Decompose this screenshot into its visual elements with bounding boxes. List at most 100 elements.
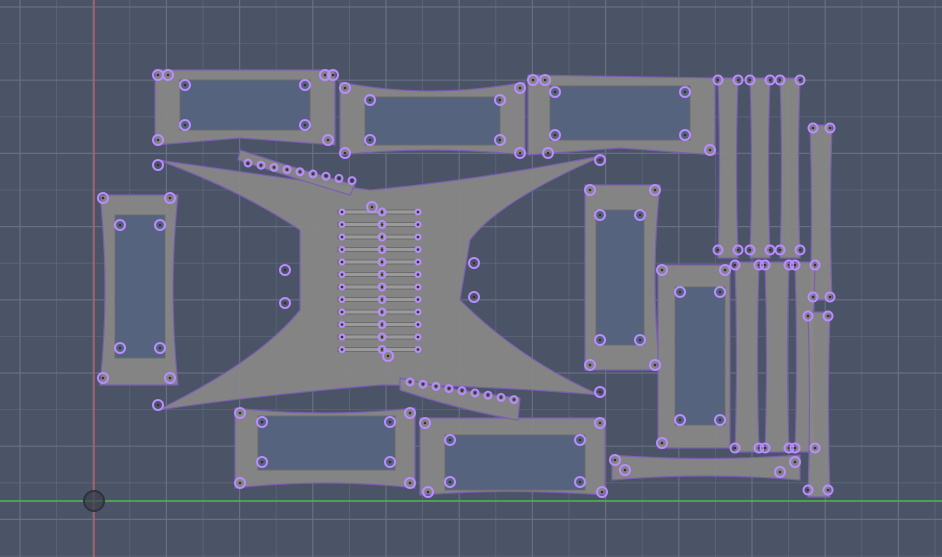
hole-icon[interactable] bbox=[527, 74, 539, 86]
hole-icon[interactable] bbox=[824, 122, 836, 134]
strip-part[interactable] bbox=[764, 261, 790, 453]
hole-icon[interactable] bbox=[384, 456, 396, 468]
hole-icon[interactable] bbox=[468, 291, 480, 303]
hole-icon[interactable] bbox=[377, 232, 387, 242]
hole-icon[interactable] bbox=[338, 333, 346, 341]
hole-icon[interactable] bbox=[514, 147, 526, 159]
hole-icon[interactable] bbox=[414, 258, 422, 266]
hole-icon[interactable] bbox=[338, 296, 346, 303]
hole-icon[interactable] bbox=[414, 333, 422, 341]
hole-icon[interactable] bbox=[338, 321, 346, 328]
hole-icon[interactable] bbox=[338, 271, 346, 278]
hole-icon[interactable] bbox=[774, 466, 786, 478]
hole-icon[interactable] bbox=[596, 486, 608, 498]
hole-icon[interactable] bbox=[457, 386, 467, 396]
hole-icon[interactable] bbox=[496, 392, 506, 402]
hole-icon[interactable] bbox=[414, 346, 422, 353]
hole-icon[interactable] bbox=[377, 282, 387, 292]
hole-icon[interactable] bbox=[327, 69, 339, 81]
hole-icon[interactable] bbox=[339, 82, 351, 94]
hole-icon[interactable] bbox=[377, 307, 387, 317]
hole-icon[interactable] bbox=[114, 219, 126, 231]
hole-icon[interactable] bbox=[152, 399, 164, 411]
hole-icon[interactable] bbox=[164, 192, 176, 204]
strip-part[interactable] bbox=[779, 77, 801, 259]
hole-icon[interactable] bbox=[279, 264, 291, 276]
hole-icon[interactable] bbox=[594, 417, 606, 429]
hole-icon[interactable] bbox=[712, 244, 724, 256]
hole-icon[interactable] bbox=[164, 372, 176, 384]
hole-icon[interactable] bbox=[729, 442, 741, 454]
hole-icon[interactable] bbox=[719, 264, 731, 276]
hole-icon[interactable] bbox=[444, 434, 456, 446]
hole-icon[interactable] bbox=[732, 74, 744, 86]
hole-icon[interactable] bbox=[714, 286, 726, 298]
hole-icon[interactable] bbox=[674, 286, 686, 298]
hole-icon[interactable] bbox=[321, 171, 331, 181]
hole-icon[interactable] bbox=[594, 334, 606, 346]
hole-icon[interactable] bbox=[338, 283, 346, 291]
hole-icon[interactable] bbox=[404, 477, 416, 489]
hole-icon[interactable] bbox=[759, 442, 771, 454]
hole-icon[interactable] bbox=[634, 334, 646, 346]
hole-icon[interactable] bbox=[256, 416, 268, 428]
hole-icon[interactable] bbox=[794, 74, 806, 86]
hole-icon[interactable] bbox=[744, 244, 756, 256]
hole-icon[interactable] bbox=[584, 359, 596, 371]
hole-icon[interactable] bbox=[334, 173, 344, 183]
hole-icon[interactable] bbox=[774, 244, 786, 256]
hole-icon[interactable] bbox=[649, 359, 661, 371]
hole-icon[interactable] bbox=[377, 207, 387, 217]
hole-icon[interactable] bbox=[338, 233, 346, 241]
hole-icon[interactable] bbox=[679, 86, 691, 98]
hole-icon[interactable] bbox=[444, 384, 454, 394]
hole-icon[interactable] bbox=[744, 74, 756, 86]
strip-part[interactable] bbox=[717, 77, 739, 259]
hole-icon[interactable] bbox=[494, 134, 506, 146]
hole-icon[interactable] bbox=[97, 192, 109, 204]
hole-icon[interactable] bbox=[824, 291, 836, 303]
hole-icon[interactable] bbox=[574, 476, 586, 488]
hole-icon[interactable] bbox=[347, 176, 357, 186]
hole-icon[interactable] bbox=[419, 417, 431, 429]
hole-icon[interactable] bbox=[414, 296, 422, 303]
hole-icon[interactable] bbox=[594, 154, 606, 166]
hole-icon[interactable] bbox=[299, 79, 311, 91]
hole-icon[interactable] bbox=[377, 257, 387, 267]
hole-icon[interactable] bbox=[789, 259, 801, 271]
hole-icon[interactable] bbox=[802, 310, 814, 322]
hole-icon[interactable] bbox=[609, 454, 621, 466]
hole-icon[interactable] bbox=[256, 456, 268, 468]
strip-part[interactable] bbox=[734, 261, 760, 453]
hole-icon[interactable] bbox=[712, 74, 724, 86]
hole-icon[interactable] bbox=[822, 484, 834, 496]
hole-icon[interactable] bbox=[339, 147, 351, 159]
hole-icon[interactable] bbox=[414, 321, 422, 328]
hole-icon[interactable] bbox=[729, 259, 741, 271]
hole-icon[interactable] bbox=[154, 219, 166, 231]
hole-icon[interactable] bbox=[414, 308, 422, 316]
hole-icon[interactable] bbox=[809, 442, 821, 454]
hole-icon[interactable] bbox=[162, 69, 174, 81]
hole-icon[interactable] bbox=[514, 82, 526, 94]
hole-icon[interactable] bbox=[282, 165, 292, 175]
hole-icon[interactable] bbox=[649, 184, 661, 196]
hole-icon[interactable] bbox=[594, 386, 606, 398]
hole-icon[interactable] bbox=[789, 442, 801, 454]
hole-icon[interactable] bbox=[783, 442, 795, 454]
hole-icon[interactable] bbox=[704, 144, 716, 156]
hole-icon[interactable] bbox=[97, 372, 109, 384]
hole-icon[interactable] bbox=[338, 246, 346, 253]
hole-icon[interactable] bbox=[366, 201, 378, 213]
hole-icon[interactable] bbox=[759, 259, 771, 271]
hole-icon[interactable] bbox=[753, 259, 765, 271]
hole-icon[interactable] bbox=[509, 395, 519, 405]
hole-icon[interactable] bbox=[794, 244, 806, 256]
hole-icon[interactable] bbox=[299, 119, 311, 131]
hole-icon[interactable] bbox=[584, 184, 596, 196]
hole-icon[interactable] bbox=[279, 297, 291, 309]
hole-icon[interactable] bbox=[377, 295, 387, 304]
hole-icon[interactable] bbox=[807, 122, 819, 134]
hole-icon[interactable] bbox=[468, 257, 480, 269]
hole-icon[interactable] bbox=[179, 119, 191, 131]
